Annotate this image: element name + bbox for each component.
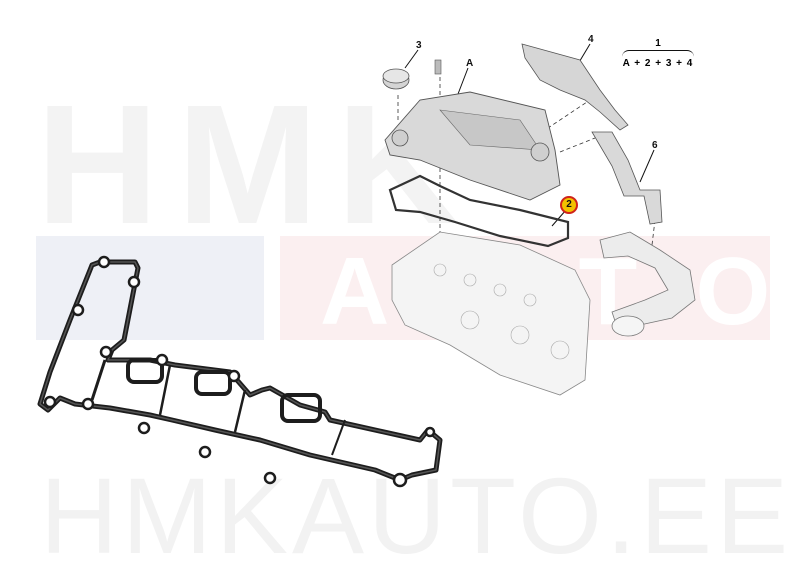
callout-highlighted-gasket-badge: 2	[560, 196, 578, 214]
kit-parts-label: A + 2 + 3 + 4	[622, 58, 694, 69]
breather-pipe-drawing	[591, 131, 663, 225]
gasket-diagram-drawing	[388, 174, 570, 248]
gasket-bolt-holes	[43, 255, 436, 488]
kit-formula: 1 A + 2 + 3 + 4	[618, 38, 698, 69]
valve-cover-gasket-photo	[37, 259, 443, 483]
callout-breather-pipe: 6	[652, 140, 658, 151]
intake-hose-drawing	[599, 231, 696, 331]
cylinder-head-drawing	[391, 231, 591, 396]
kit-total-label: 1	[655, 38, 661, 49]
watermark-hmk: HMK	[36, 70, 478, 260]
brace-icon	[622, 50, 694, 57]
valve-cover-drawing	[384, 91, 561, 201]
oil-cap-drawing	[382, 68, 410, 90]
callout-oil-cap: 3	[416, 40, 422, 51]
watermark-band-blue	[36, 236, 264, 340]
bolt-drawing	[434, 59, 442, 75]
watermark-site: HMKAUTO.EE	[40, 455, 793, 576]
baffle-plate-drawing	[521, 43, 629, 131]
callout-cover-assembly: A	[466, 58, 474, 69]
callout-baffle-plate: 4	[588, 34, 594, 45]
